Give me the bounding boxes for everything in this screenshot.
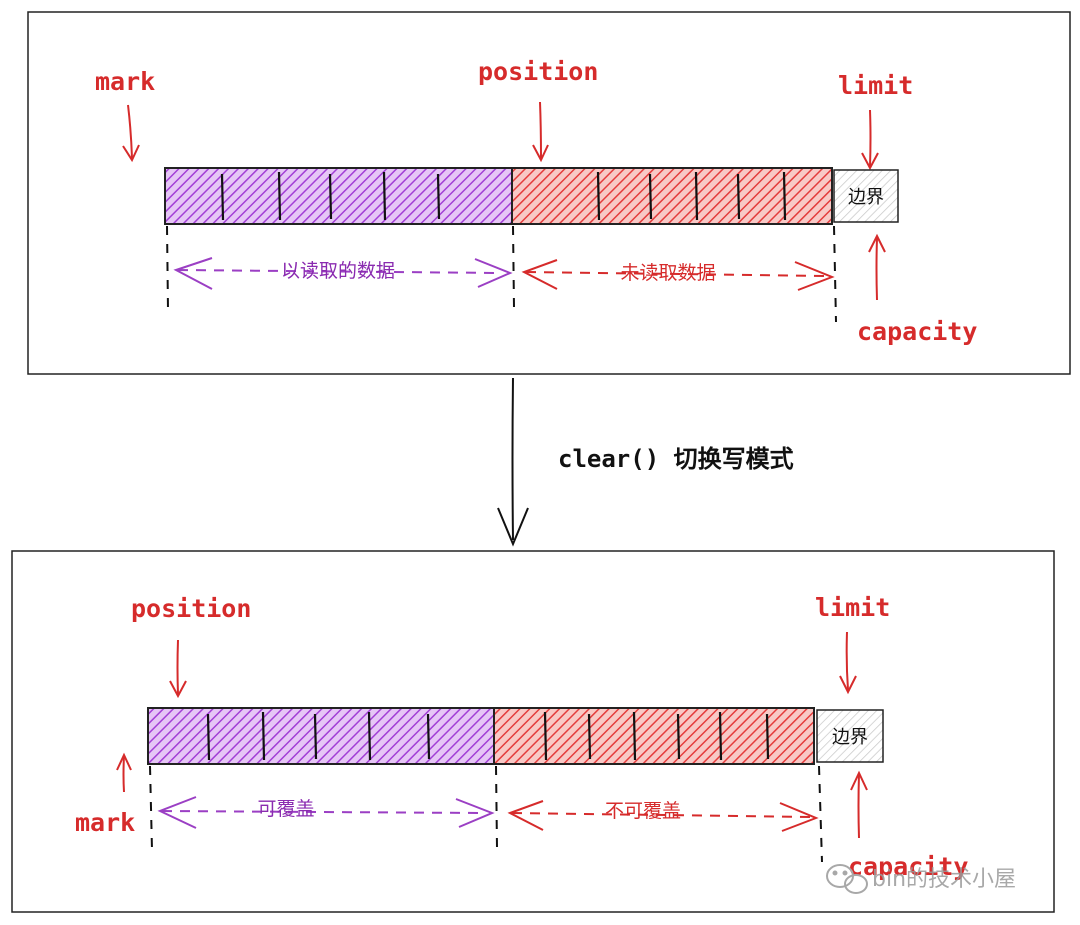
- top-unread-span-label: 未读取数据: [620, 262, 715, 284]
- bottom-panel: position limit mark capacity: [11, 550, 1055, 913]
- bottom-cell-dividers: [206, 711, 770, 761]
- top-cell-dividers: [220, 171, 787, 221]
- bottom-unread-segment: [493, 707, 815, 765]
- bottom-read-segment: [147, 707, 495, 765]
- top-panel: mark position limit capacity: [27, 11, 1071, 375]
- top-limit-label: limit: [838, 71, 913, 100]
- bottom-boundary-label: 边界: [832, 727, 868, 748]
- bottom-not-overwritable-span-arrow: [507, 800, 819, 832]
- top-unread-segment: [511, 167, 833, 225]
- bottom-panel-frame: [11, 550, 1055, 913]
- top-read-span-arrow: [173, 257, 513, 290]
- bottom-mark-label: mark: [75, 808, 135, 837]
- bottom-capacity-arrow: [850, 770, 868, 839]
- bottom-buffer-bar: 边界: [147, 707, 884, 765]
- bottom-not-overwritable-label: 不可覆盖: [605, 800, 681, 822]
- top-read-span-label: 以读取的数据: [281, 260, 395, 282]
- top-boundary-label: 边界: [848, 187, 884, 208]
- transition-label: clear() 切换写模式: [558, 445, 794, 473]
- top-buffer-bar: 边界: [164, 167, 899, 225]
- bottom-capacity-label: capacity: [848, 852, 968, 881]
- bottom-position-arrow: [169, 639, 187, 699]
- top-mark-arrow: [122, 104, 140, 163]
- top-unread-span-arrow: [521, 259, 835, 291]
- bottom-limit-arrow: [839, 631, 857, 695]
- top-limit-arrow: [861, 109, 879, 171]
- bottom-dashed-guides: [149, 765, 823, 863]
- top-dashed-guides: [166, 225, 837, 323]
- top-position-arrow: [532, 101, 549, 163]
- down-arrow-icon: [497, 377, 529, 547]
- top-boundary-cell: [833, 169, 899, 223]
- bottom-overwritable-label: 可覆盖: [257, 798, 314, 820]
- wechat-icon: [826, 864, 868, 894]
- bottom-position-label: position: [131, 594, 251, 623]
- bottom-mark-arrow: [116, 752, 132, 793]
- bottom-limit-label: limit: [815, 593, 890, 622]
- watermark: bin的技术小屋: [826, 864, 1016, 894]
- top-read-segment: [164, 167, 513, 225]
- bottom-overwritable-span-arrow: [157, 796, 495, 829]
- top-capacity-arrow: [868, 233, 886, 301]
- transition: clear() 切换写模式: [497, 377, 794, 547]
- watermark-text: bin的技术小屋: [872, 867, 1016, 892]
- bottom-boundary-cell: [816, 709, 884, 763]
- top-position-label: position: [478, 57, 598, 86]
- top-mark-label: mark: [95, 67, 155, 96]
- top-capacity-label: capacity: [857, 317, 977, 346]
- top-panel-frame: [27, 11, 1071, 375]
